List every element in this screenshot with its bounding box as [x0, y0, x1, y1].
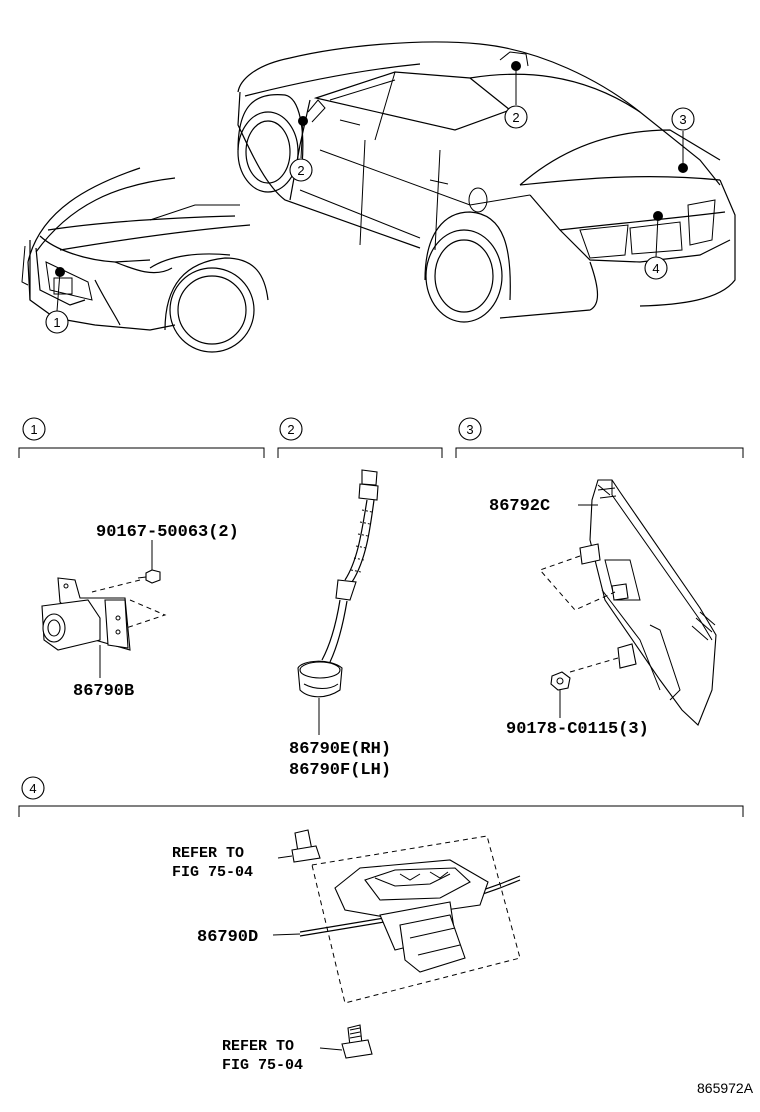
part-label-90178-C0115: 90178-C0115(3) [506, 720, 649, 739]
svg-text:4: 4 [29, 781, 36, 796]
part-label-90167-50063: 90167-50063(2) [96, 523, 239, 542]
section-2-side-camera [297, 469, 379, 735]
nut-90178 [550, 671, 571, 691]
rear-car-illustration [237, 41, 736, 323]
section-1-front-camera [41, 540, 167, 678]
bolt-90167 [137, 569, 161, 584]
section-3-header: 3 [455, 417, 744, 458]
callout-2-side-mirror: 2 [289, 158, 313, 182]
svg-text:3: 3 [466, 422, 473, 437]
section-1-header: 1 [18, 417, 265, 458]
part-label-86790F: 86790F(LH) [289, 761, 391, 780]
svg-text:2: 2 [512, 110, 519, 125]
svg-text:2: 2 [287, 422, 294, 437]
clip-top [291, 829, 321, 863]
section-3-control-module [539, 479, 717, 726]
svg-text:3: 3 [679, 112, 686, 127]
refer-label-top-line1: REFER TO [172, 845, 244, 862]
part-label-86790D: 86790D [197, 928, 258, 947]
callout-2-roof: 2 [504, 105, 528, 129]
section-4-header: 4 [18, 776, 744, 817]
svg-text:2: 2 [297, 163, 304, 178]
figure-code: 865972A [697, 1080, 754, 1096]
part-label-86790E: 86790E(RH) [289, 740, 391, 759]
bolt-bottom [341, 1024, 373, 1059]
front-car-illustration [21, 167, 269, 353]
refer-label-bottom-line2: FIG 75-04 [222, 1057, 303, 1074]
part-label-86792C: 86792C [489, 497, 550, 516]
module-86792C [589, 479, 717, 726]
side-camera-body [297, 660, 343, 698]
section-2-header: 2 [277, 417, 443, 458]
callout-1: 1 [45, 310, 69, 334]
callout-3: 3 [671, 107, 695, 131]
camera-bracket-rear [299, 859, 521, 973]
camera-body [41, 599, 101, 651]
refer-label-top-line2: FIG 75-04 [172, 864, 253, 881]
svg-text:4: 4 [652, 261, 659, 276]
section-4-rear-camera [272, 829, 521, 1059]
refer-label-bottom-line1: REFER TO [222, 1038, 294, 1055]
callout-4: 4 [644, 256, 668, 280]
svg-text:1: 1 [53, 315, 60, 330]
connector [358, 469, 379, 501]
part-label-86790B: 86790B [73, 682, 134, 701]
svg-text:1: 1 [30, 422, 37, 437]
